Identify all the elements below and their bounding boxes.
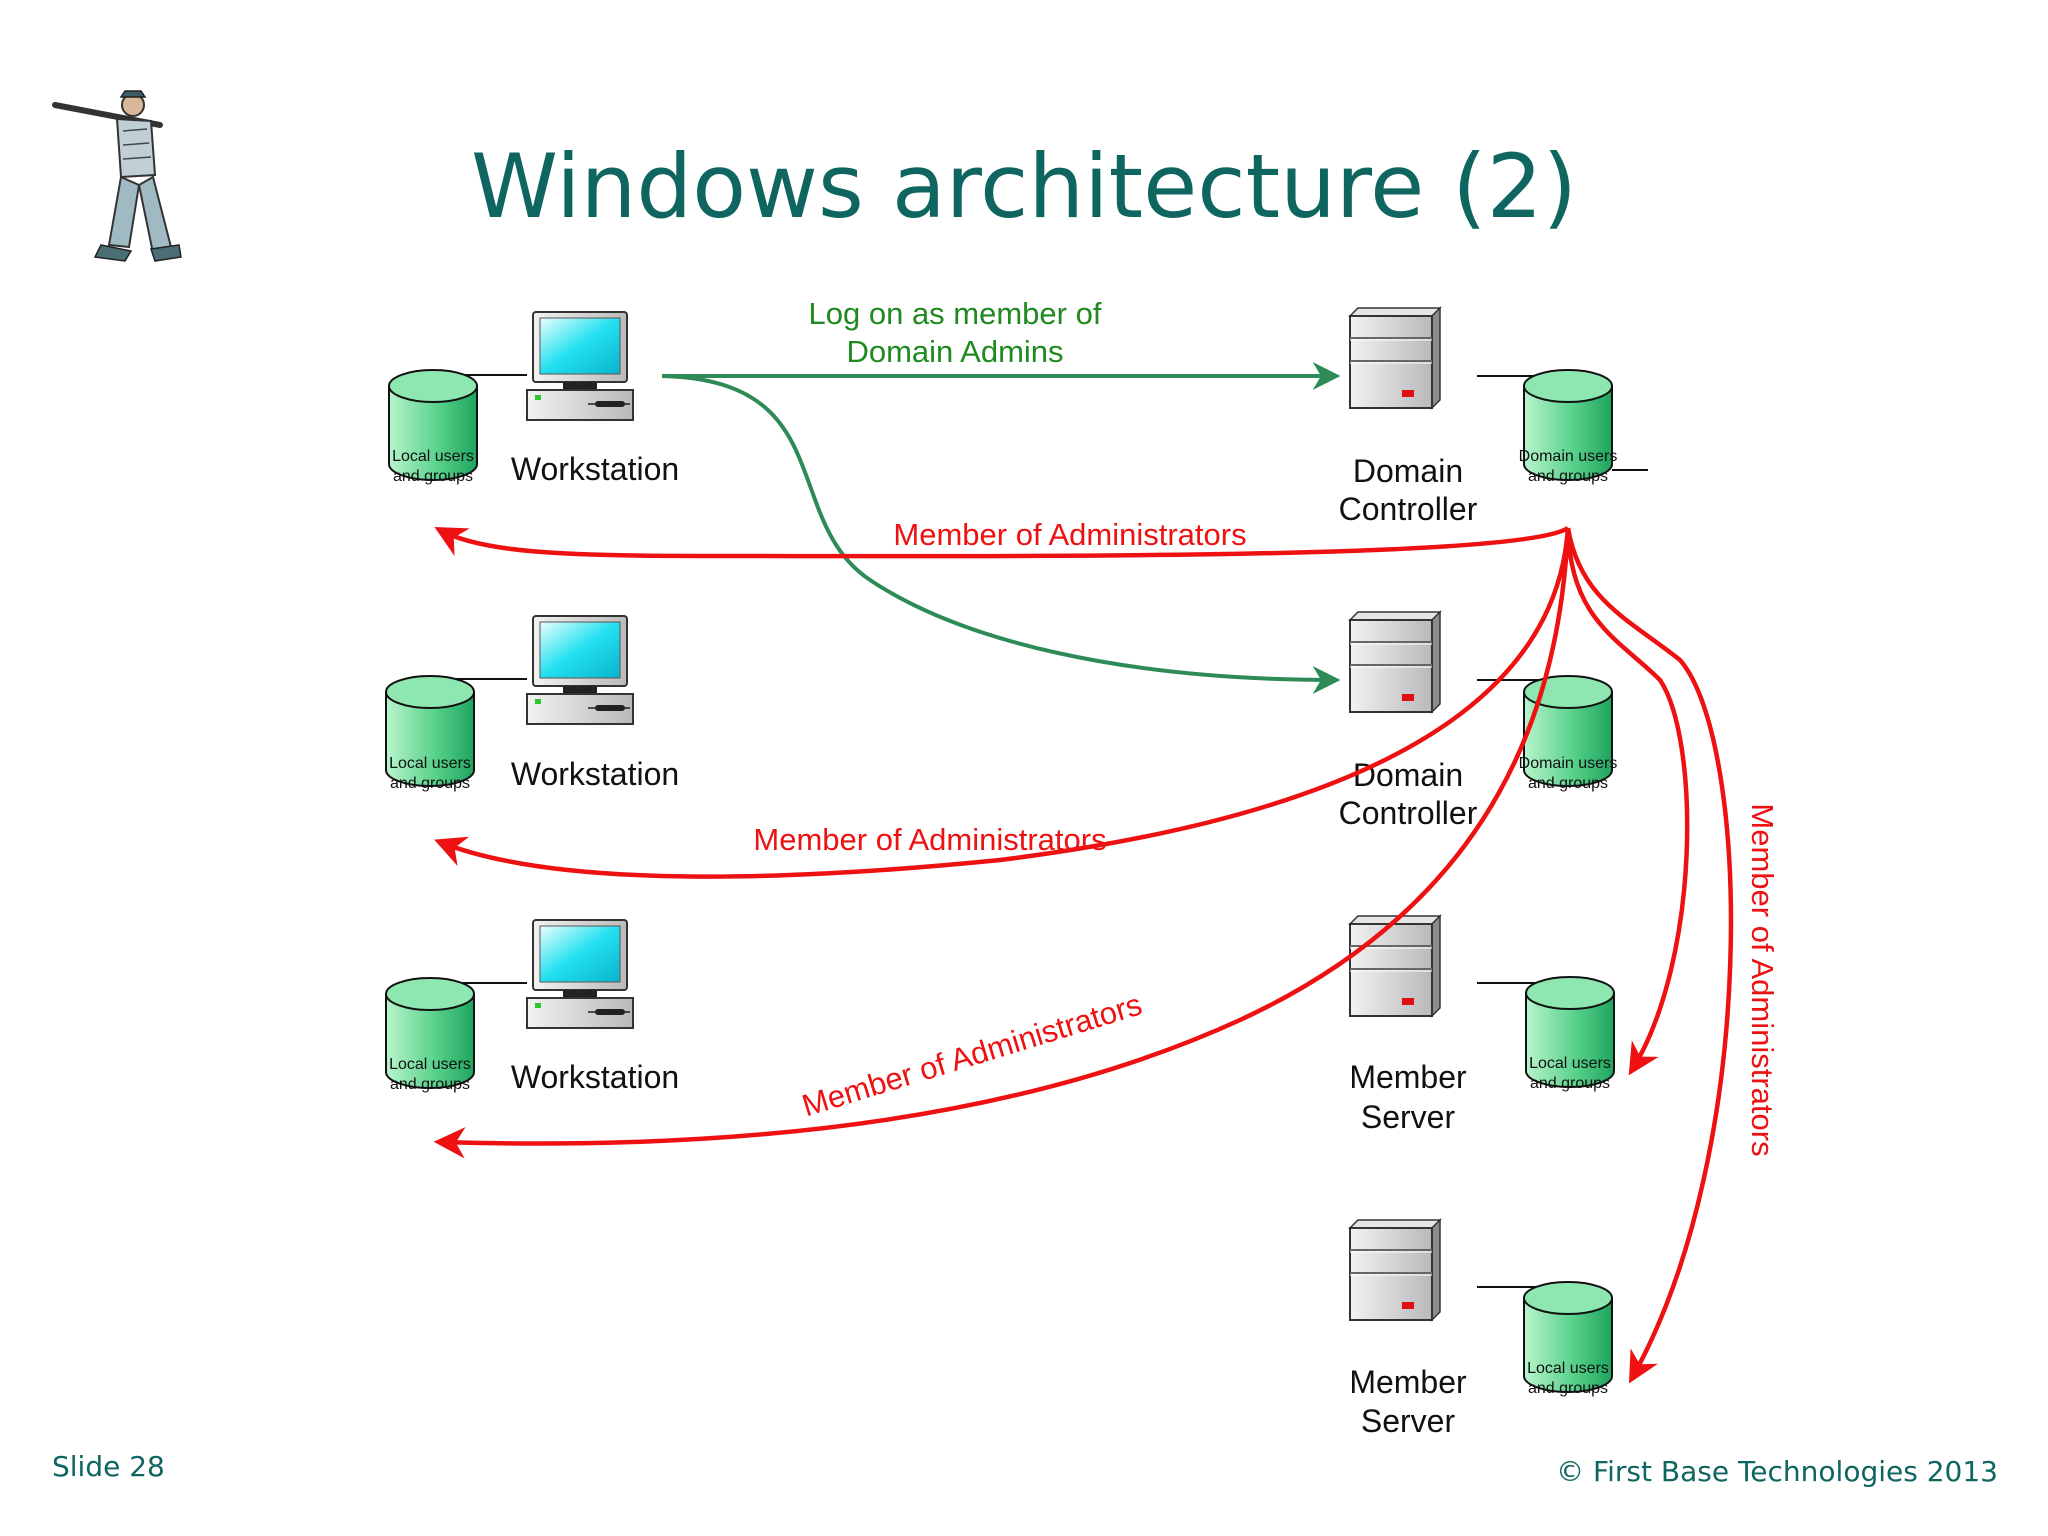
db-label-line-2: and groups [1530, 1075, 1610, 1092]
server-icon [1349, 1219, 1441, 1321]
admin-arrow-ms2 [1565, 527, 1734, 1384]
workstation-icon [526, 615, 634, 725]
domain-controller-1: Domain Controller Domain users and group… [1339, 307, 1648, 527]
db-label-line-1: Local users [1527, 1360, 1609, 1377]
workstation-label: Workstation [511, 756, 679, 792]
db-label-line-1: Local users [389, 1056, 471, 1073]
db-label-line-1: Local users [389, 755, 471, 772]
copyright: © First Base Technologies 2013 [1556, 1455, 1998, 1488]
member-server-2: Member Server Local users and groups [1349, 1219, 1613, 1439]
member-server-1: Member Server Local users and groups [1349, 915, 1615, 1135]
server-label-line-2: Server [1361, 1099, 1456, 1135]
admin-arrow-ws2 [434, 527, 1571, 879]
server-label-line-1: Domain [1353, 453, 1463, 489]
page-title: Windows architecture (2) [471, 135, 1577, 238]
server-icon [1349, 915, 1441, 1017]
server-label-line-1: Domain [1353, 757, 1463, 793]
db-label-line-1: Local users [392, 448, 474, 465]
logon-label-line-1: Log on as member of [809, 296, 1102, 331]
db-label-line-2: and groups [390, 775, 470, 792]
admin-label-member-servers: Member of Administrators [1745, 803, 1780, 1156]
logon-arrow-dc2 [661, 374, 1341, 694]
db-label-line-1: Local users [1529, 1055, 1611, 1072]
admin-arrow-ws3 [433, 527, 1571, 1159]
db-label-line-2: and groups [393, 468, 473, 485]
slide-number: Slide 28 [52, 1450, 165, 1483]
workstation-row-1: Local users and groups Workstation [388, 311, 679, 487]
db-label-line-2: and groups [1528, 468, 1608, 485]
logon-label-line-2: Domain Admins [846, 334, 1063, 369]
workstation-label: Workstation [511, 1059, 679, 1095]
server-label-line-2: Server [1361, 1403, 1456, 1439]
server-icon [1349, 611, 1441, 713]
db-label-line-2: and groups [390, 1076, 470, 1093]
admin-label-ws1: Member of Administrators [893, 517, 1246, 552]
admin-label-ws2: Member of Administrators [753, 822, 1106, 857]
db-label-line-1: Domain users [1519, 448, 1618, 465]
db-label-line-2: and groups [1528, 1380, 1608, 1397]
server-label-line-2: Controller [1339, 491, 1478, 527]
admin-arrow-ws1 [434, 526, 1570, 559]
db-label-line-1: Domain users [1519, 755, 1618, 772]
admin-arrow-ms1 [1565, 527, 1690, 1076]
db-label-line-2: and groups [1528, 775, 1608, 792]
baseball-batter-icon [52, 90, 182, 262]
workstation-icon [526, 311, 634, 421]
server-label-line-1: Member [1349, 1059, 1467, 1095]
workstation-icon [526, 919, 634, 1029]
server-icon [1349, 307, 1441, 409]
server-label-line-1: Member [1349, 1364, 1467, 1400]
domain-controller-2: Domain Controller Domain users and group… [1339, 611, 1618, 831]
workstation-row-2: Local users and groups Workstation [385, 615, 679, 792]
workstation-row-3: Local users and groups Workstation [385, 919, 679, 1095]
workstation-label: Workstation [511, 451, 679, 487]
server-label-line-2: Controller [1339, 795, 1478, 831]
